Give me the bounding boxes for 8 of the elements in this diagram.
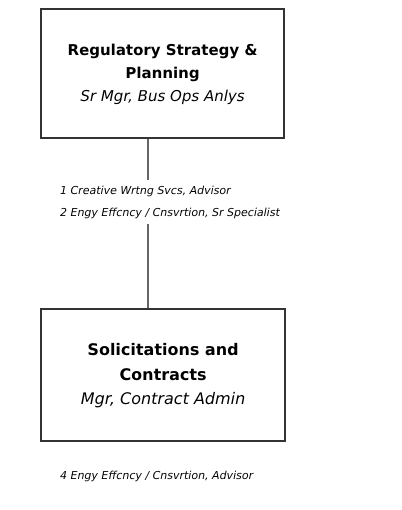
role-title: Sr Mgr, Bus Ops Anlys [79,86,246,108]
unit-title: Regulatory Strategy & Planning [66,40,258,84]
position-note: 2 Engy Effcncy / Cnsvrtion, Sr Specialist [60,202,280,224]
position-note: 1 Creative Wrtng Svcs, Advisor [60,180,231,202]
unit-title: Solicitations and Contracts [86,338,240,386]
org-box [40,8,285,139]
role-title: Mgr, Contract Admin [80,388,246,410]
org-box [40,308,286,442]
